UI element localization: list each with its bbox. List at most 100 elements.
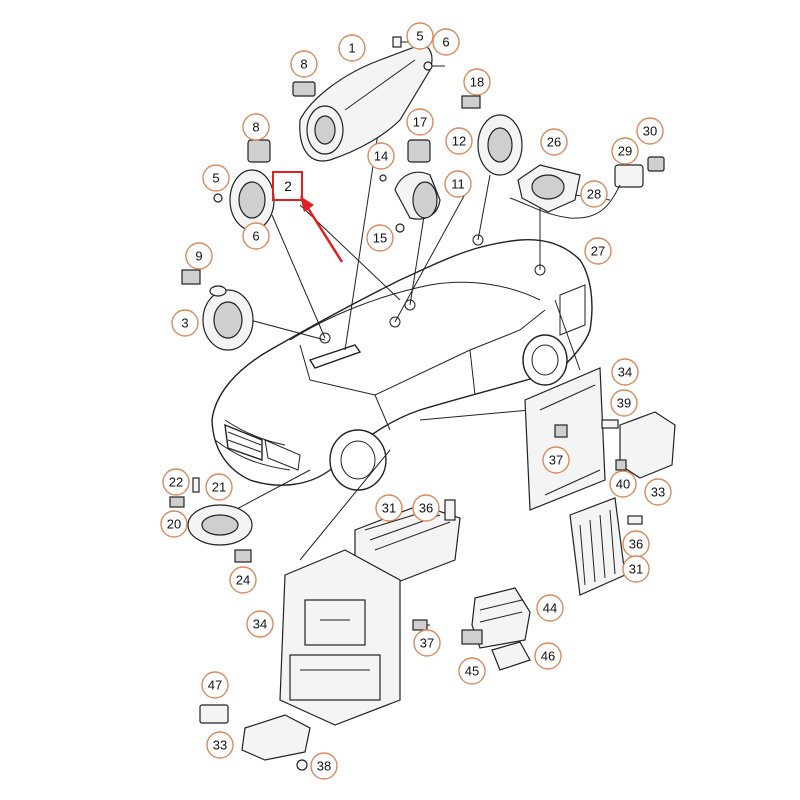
callout-45: 45 — [458, 657, 486, 685]
svg-text:8: 8 — [252, 120, 259, 135]
callout-9: 9 — [185, 242, 213, 270]
highlight-box — [272, 171, 303, 201]
svg-text:34: 34 — [253, 617, 267, 632]
clip-part-22 — [169, 477, 200, 508]
callout-40: 40 — [609, 470, 637, 498]
callout-8b: 8 — [242, 113, 270, 141]
svg-text:33: 33 — [651, 485, 665, 500]
callout-37: 37 — [542, 446, 570, 474]
callout-37b: 37 — [413, 629, 441, 657]
highlighted-part-label: 2 — [284, 178, 292, 194]
callout-31: 31 — [375, 494, 403, 522]
svg-text:18: 18 — [470, 75, 484, 90]
svg-text:31: 31 — [629, 562, 643, 577]
svg-text:21: 21 — [212, 480, 226, 495]
highlight-arrowhead — [300, 196, 314, 212]
svg-text:37: 37 — [549, 453, 563, 468]
module-part-33 — [619, 411, 676, 479]
svg-text:40: 40 — [616, 477, 630, 492]
mounting-frame-part-34 — [279, 549, 401, 726]
car-body — [211, 234, 593, 491]
svg-text:27: 27 — [591, 244, 605, 259]
svg-text:46: 46 — [541, 649, 555, 664]
callout-27: 27 — [584, 237, 612, 265]
screw-part-38 — [296, 759, 308, 771]
callout-38: 38 — [310, 752, 338, 780]
connector-part-46 — [491, 641, 531, 671]
svg-text:9: 9 — [195, 249, 202, 264]
svg-text:34: 34 — [618, 365, 632, 380]
svg-text:24: 24 — [236, 573, 250, 588]
callout-24: 24 — [229, 566, 257, 594]
callout-46: 46 — [534, 642, 562, 670]
callout-17: 17 — [406, 108, 434, 136]
svg-text:47: 47 — [208, 678, 222, 693]
clip-part-37b — [412, 619, 428, 631]
callout-5b: 5 — [202, 164, 230, 192]
highlight-marker: 2 — [272, 171, 344, 263]
callout-47: 47 — [201, 671, 229, 699]
svg-text:20: 20 — [167, 517, 181, 532]
callout-29: 29 — [611, 137, 639, 165]
bracket-part-34 — [524, 367, 606, 511]
callouts: 1 5 6 8 18 8 17 12 26 30 29 14 11 5 6 15… — [160, 22, 672, 780]
svg-text:15: 15 — [373, 231, 387, 246]
screw-part-39 — [601, 419, 619, 429]
callout-11: 11 — [444, 170, 472, 198]
module-part-33b — [241, 714, 311, 761]
svg-text:28: 28 — [587, 187, 601, 202]
clip-part-2 — [247, 139, 271, 163]
callout-5: 5 — [406, 22, 434, 50]
callout-26: 26 — [540, 128, 568, 156]
svg-text:36: 36 — [629, 537, 643, 552]
speaker-part-11 — [379, 171, 441, 233]
callout-22: 22 — [162, 468, 190, 496]
callout-21: 21 — [205, 473, 233, 501]
clip-part-37a — [554, 424, 568, 438]
svg-text:5: 5 — [212, 171, 219, 186]
svg-text:22: 22 — [169, 475, 183, 490]
callout-34: 34 — [611, 358, 639, 386]
callout-15: 15 — [366, 224, 394, 252]
callout-31b: 31 — [622, 555, 650, 583]
highlight-arrow — [304, 204, 344, 263]
callout-33b: 33 — [206, 731, 234, 759]
svg-text:1: 1 — [348, 41, 355, 56]
svg-text:11: 11 — [451, 177, 465, 192]
callout-36b: 36 — [622, 530, 650, 558]
svg-text:12: 12 — [452, 134, 466, 149]
speaker-part-3 — [202, 285, 254, 351]
clip-part-9 — [181, 269, 201, 285]
clip-part-24 — [234, 549, 252, 563]
callout-44: 44 — [536, 594, 564, 622]
svg-text:33: 33 — [213, 738, 227, 753]
screw-part — [392, 36, 445, 71]
callout-34b: 34 — [246, 610, 274, 638]
svg-text:29: 29 — [618, 144, 632, 159]
svg-text:44: 44 — [543, 601, 557, 616]
svg-text:45: 45 — [465, 664, 479, 679]
svg-text:6: 6 — [442, 35, 449, 50]
callout-12: 12 — [445, 127, 473, 155]
svg-text:3: 3 — [181, 316, 188, 331]
callout-18: 18 — [463, 68, 491, 96]
clip-part — [292, 81, 316, 97]
callout-28: 28 — [580, 180, 608, 208]
speaker-part-12 — [477, 114, 523, 176]
svg-text:17: 17 — [413, 115, 427, 130]
module-part-44 — [471, 587, 531, 649]
speaker-part-20 — [187, 504, 253, 546]
callout-1: 1 — [338, 34, 366, 62]
connector-part-18 — [461, 95, 481, 109]
clip-part-17 — [407, 139, 431, 163]
amplifier-part-31b — [569, 497, 643, 596]
callout-6b: 6 — [242, 222, 270, 250]
connector-part-45 — [461, 629, 483, 645]
svg-text:6: 6 — [252, 229, 259, 244]
svg-text:14: 14 — [374, 149, 388, 164]
callout-36: 36 — [412, 494, 440, 522]
svg-text:37: 37 — [420, 636, 434, 651]
callout-20: 20 — [160, 510, 188, 538]
svg-text:30: 30 — [643, 124, 657, 139]
